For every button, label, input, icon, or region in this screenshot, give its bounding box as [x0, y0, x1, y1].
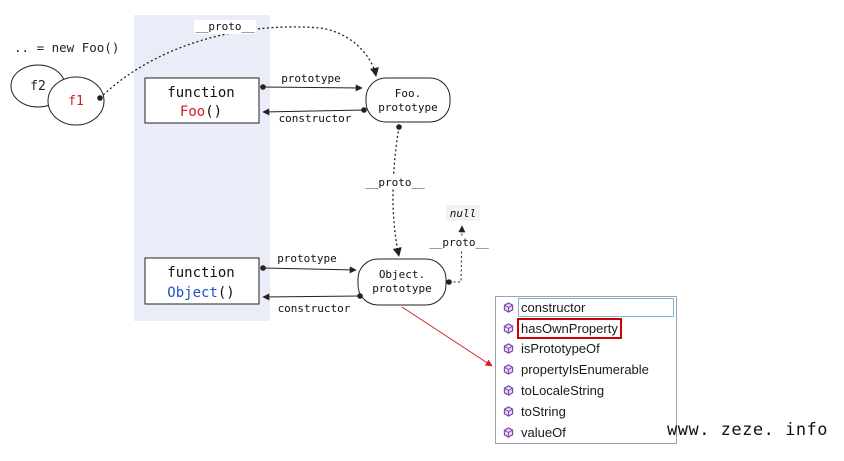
- method-icon: [499, 302, 517, 313]
- prototype-foo-label: prototype: [281, 72, 341, 85]
- method-icon: [499, 322, 517, 334]
- completion-item-propertyisenumerable[interactable]: propertyIsEnumerable: [496, 359, 676, 380]
- completion-item-hasownproperty[interactable]: hasOwnProperty: [496, 317, 676, 339]
- foo-constructor-edge: [262, 108, 365, 116]
- function-object-box: [144, 257, 260, 305]
- foo-prototype-line1: Foo.: [395, 87, 422, 100]
- function-object-name: Object: [167, 285, 218, 301]
- method-icon: [499, 406, 517, 417]
- method-icon: [499, 426, 517, 438]
- object-prototype-line2: prototype: [372, 282, 432, 295]
- proto-top-label-bg: [194, 20, 256, 34]
- foo-constructor-edge-dot: [361, 107, 367, 113]
- object-prototype-node: [357, 258, 447, 306]
- method-icon: [499, 385, 517, 396]
- proto-null-label: __proto__: [429, 236, 489, 249]
- proto-edge-object-dot: [446, 279, 452, 285]
- function-foo-parens: (): [205, 104, 222, 120]
- null-label-bg: [446, 205, 480, 221]
- constructor-foo-label: constructor: [279, 112, 352, 125]
- foo-prototype-node: [365, 77, 451, 123]
- method-icon: [499, 364, 517, 375]
- proto-edge-foo-to-object-prototype: [392, 126, 402, 257]
- completion-item-label: toLocaleString: [521, 383, 605, 399]
- instance-f1: [47, 76, 105, 126]
- constructor-object-label: constructor: [278, 302, 351, 315]
- function-object-keyword: function: [167, 265, 234, 281]
- completion-item-label: propertyIsEnumerable: [521, 362, 649, 378]
- foo-prototype-edge-dot: [260, 84, 266, 90]
- completion-item-label: isPrototypeOf: [521, 341, 600, 357]
- proto-edge-foo-dot: [396, 124, 402, 130]
- watermark: www. zeze. info: [667, 420, 829, 440]
- completion-item-tolocalestring[interactable]: toLocaleString: [496, 380, 676, 401]
- completion-item-constructor[interactable]: constructor: [496, 297, 676, 318]
- completion-item-tostring[interactable]: toString: [496, 401, 676, 422]
- object-prototype-edge-dot: [260, 265, 266, 271]
- autocomplete-popup[interactable]: constructor hasOwnProperty isPrototypeOf…: [495, 296, 677, 444]
- proto-edge-object-to-null: [449, 225, 466, 283]
- function-foo-box: [144, 77, 260, 124]
- completion-item-label: valueOf: [521, 424, 566, 440]
- instance-f2-label: f2: [30, 79, 46, 94]
- completion-item-label: constructor: [518, 297, 674, 317]
- function-object-parens: (): [218, 285, 235, 301]
- foo-prototype-edge: [262, 84, 363, 92]
- proto-edge-f1-dot: [97, 95, 103, 101]
- annotation-arrow: [401, 306, 493, 367]
- foo-prototype-line2: prototype: [378, 101, 438, 114]
- function-foo-keyword: function: [167, 85, 234, 101]
- completion-item-label: hasOwnProperty: [517, 317, 622, 339]
- object-constructor-edge-dot: [357, 293, 363, 299]
- null-label: null: [450, 207, 477, 220]
- new-foo-expression: .. = new Foo(): [14, 40, 119, 55]
- object-prototype-edge: [262, 266, 357, 274]
- completion-item-label: toString: [521, 403, 566, 419]
- instance-f1-label: f1: [68, 94, 84, 109]
- proto-mid-label-bg: [364, 175, 426, 189]
- method-icon: [499, 343, 517, 355]
- proto-top-label: __proto__: [195, 20, 255, 33]
- function-foo-signature: Foo(): [180, 104, 222, 120]
- completion-item-valueof[interactable]: valueOf: [496, 422, 676, 443]
- object-constructor-edge: [262, 293, 361, 301]
- completion-item-isprototypeof[interactable]: isPrototypeOf: [496, 339, 676, 360]
- proto-null-label-bg: [428, 236, 490, 250]
- prototype-object-label: prototype: [277, 252, 337, 265]
- proto-mid-label: __proto__: [365, 176, 425, 189]
- object-prototype-line1: Object.: [379, 268, 425, 281]
- function-foo-name: Foo: [180, 104, 205, 120]
- function-object-signature: Object(): [167, 285, 234, 301]
